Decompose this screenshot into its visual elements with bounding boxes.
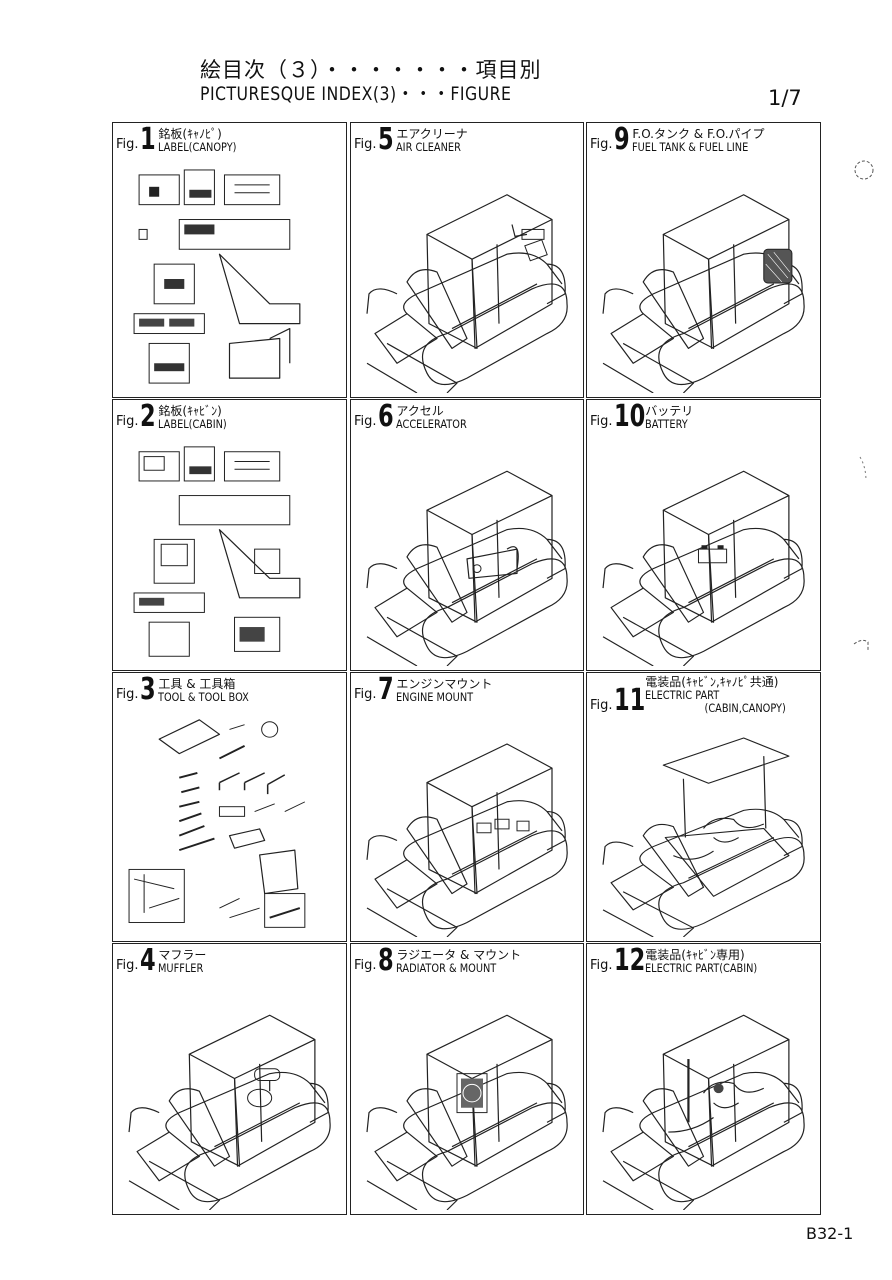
electric-cabin-illustration[interactable] — [593, 986, 814, 1211]
fuel-tank-illustration[interactable] — [593, 165, 814, 394]
page-header: 絵目次（３）・・・・・・・項目別 PICTURESQUE INDEX(3)・・・… — [200, 58, 542, 106]
fig-title-japanese: エアクリーナ — [396, 127, 468, 141]
battery-illustration[interactable] — [593, 442, 814, 667]
muffler-illustration[interactable] — [119, 986, 340, 1211]
fig-title-japanese: 電装品(ｷｬﾋﾞﾝ,ｷｬﾉﾋﾟ共通) — [645, 675, 779, 689]
fig-number: 3 — [139, 672, 156, 707]
fig-title-english: BATTERY — [645, 417, 689, 431]
figure-cell-7[interactable]: Fig. 7 エンジンマウント ENGINE MOUNT — [350, 672, 584, 942]
label-cabin-illustration[interactable] — [119, 442, 340, 666]
page-number: 1/7 — [768, 86, 802, 110]
title-japanese: 絵目次（３）・・・・・・・項目別 — [200, 58, 542, 82]
fig-title-english: ELECTRIC PART(CABIN) — [645, 961, 758, 975]
fig-title-english: ELECTRIC PART — [645, 688, 720, 702]
figure-caption: Fig. 8 ラジエータ & マウント RADIATOR & MOUNT — [354, 943, 522, 978]
fig-prefix: Fig. — [590, 414, 613, 429]
fig-number: 7 — [377, 672, 394, 707]
fig-title-japanese: 工具 & 工具箱 — [158, 677, 236, 691]
fig-title-english: LABEL(CABIN) — [158, 417, 228, 431]
figure-cell-9[interactable]: Fig. 9 F.O.タンク & F.O.パイプ FUEL TANK & FUE… — [586, 122, 821, 398]
fig-number: 12 — [613, 943, 645, 978]
title-english: PICTURESQUE INDEX(3)・・・FIGURE — [200, 83, 512, 105]
tools-illustration[interactable] — [119, 715, 340, 937]
figure-caption: Fig. 11 電装品(ｷｬﾋﾞﾝ,ｷｬﾉﾋﾟ共通) ELECTRIC PART… — [590, 675, 811, 718]
fig-prefix: Fig. — [354, 137, 377, 152]
figure-cell-5[interactable]: Fig. 5 エアクリーナ AIR CLEANER — [350, 122, 584, 398]
accelerator-illustration[interactable] — [357, 442, 577, 667]
fig-title-japanese: 銘板(ｷｬﾉﾋﾟ) — [158, 127, 222, 141]
fig-number: 10 — [613, 399, 645, 434]
fig-title-japanese: 銘板(ｷｬﾋﾞﾝ) — [158, 404, 222, 418]
fig-prefix: Fig. — [590, 698, 613, 713]
figure-caption: Fig. 5 エアクリーナ AIR CLEANER — [354, 122, 473, 157]
fig-prefix: Fig. — [116, 137, 139, 152]
figure-caption: Fig. 7 エンジンマウント ENGINE MOUNT — [354, 672, 493, 707]
fig-title-english-cont: (CABIN,CANOPY) — [704, 701, 787, 715]
fig-prefix: Fig. — [354, 958, 377, 973]
electric-canopy-illustration[interactable] — [593, 729, 814, 938]
fig-title-japanese: マフラー — [158, 948, 207, 962]
figure-cell-3[interactable]: Fig. 3 工具 & 工具箱 TOOL & TOOL BOX — [112, 672, 347, 942]
fig-title-english: ENGINE MOUNT — [396, 690, 474, 704]
document-code: B32-1 — [806, 1224, 854, 1243]
figure-cell-10[interactable]: Fig. 10 バッテリ BATTERY — [586, 399, 821, 671]
fig-title-english: RADIATOR & MOUNT — [396, 961, 497, 975]
radiator-illustration[interactable] — [357, 986, 577, 1211]
fig-title-english: ACCELERATOR — [396, 417, 468, 431]
figure-caption: Fig. 3 工具 & 工具箱 TOOL & TOOL BOX — [116, 672, 265, 707]
fig-title-japanese: エンジンマウント — [396, 677, 493, 691]
figure-cell-1[interactable]: Fig. 1 銘板(ｷｬﾉﾋﾟ) LABEL(CANOPY) — [112, 122, 347, 398]
fig-number: 6 — [377, 399, 394, 434]
binder-hole-mark — [853, 639, 869, 650]
fig-number: 1 — [139, 122, 156, 157]
figure-cell-8[interactable]: Fig. 8 ラジエータ & マウント RADIATOR & MOUNT — [350, 943, 584, 1215]
fig-title-japanese: F.O.タンク & F.O.パイプ — [632, 127, 765, 141]
label-canopy-illustration[interactable] — [119, 165, 340, 393]
figure-cell-4[interactable]: Fig. 4 マフラー MUFFLER — [112, 943, 347, 1215]
fig-title-japanese: 電装品(ｷｬﾋﾞﾝ専用) — [645, 948, 745, 962]
fig-prefix: Fig. — [116, 958, 139, 973]
figure-cell-11[interactable]: Fig. 11 電装品(ｷｬﾋﾞﾝ,ｷｬﾉﾋﾟ共通) ELECTRIC PART… — [586, 672, 821, 942]
fig-prefix: Fig. — [354, 687, 377, 702]
fig-number: 8 — [377, 943, 394, 978]
fig-number: 2 — [139, 399, 156, 434]
binder-hole-mark — [854, 160, 874, 180]
figure-caption: Fig. 10 バッテリ BATTERY — [590, 399, 715, 434]
fig-prefix: Fig. — [116, 414, 139, 429]
binder-hole-mark — [859, 456, 867, 482]
engine-mount-illustration[interactable] — [357, 715, 577, 938]
fig-prefix: Fig. — [354, 414, 377, 429]
fig-title-english: AIR CLEANER — [396, 140, 462, 154]
fig-number: 9 — [613, 122, 630, 157]
figure-caption: Fig. 2 銘板(ｷｬﾋﾞﾝ) LABEL(CABIN) — [116, 399, 239, 434]
fig-prefix: Fig. — [590, 958, 613, 973]
fig-title-english: FUEL TANK & FUEL LINE — [632, 140, 749, 154]
fig-title-english: TOOL & TOOL BOX — [158, 690, 250, 704]
figure-caption: Fig. 9 F.O.タンク & F.O.パイプ FUEL TANK & FUE… — [590, 122, 769, 157]
figure-index-grid: Fig. 1 銘板(ｷｬﾉﾋﾟ) LABEL(CANOPY) Fig. 5 エア… — [112, 122, 822, 1216]
fig-number: 11 — [613, 683, 645, 718]
figure-caption: Fig. 6 アクセル ACCELERATOR — [354, 399, 480, 434]
figure-cell-2[interactable]: Fig. 2 銘板(ｷｬﾋﾞﾝ) LABEL(CABIN) — [112, 399, 347, 671]
figure-caption: Fig. 4 マフラー MUFFLER — [116, 943, 228, 978]
fig-title-japanese: ラジエータ & マウント — [396, 948, 522, 962]
fig-title-english: LABEL(CANOPY) — [158, 140, 237, 154]
figure-cell-12[interactable]: Fig. 12 電装品(ｷｬﾋﾞﾝ専用) ELECTRIC PART(CABIN… — [586, 943, 821, 1215]
fig-title-japanese: バッテリ — [645, 404, 694, 418]
fig-number: 5 — [377, 122, 394, 157]
fig-number: 4 — [139, 943, 156, 978]
figure-caption: Fig. 12 電装品(ｷｬﾋﾞﾝ専用) ELECTRIC PART(CABIN… — [590, 943, 777, 978]
fig-prefix: Fig. — [590, 137, 613, 152]
air-cleaner-illustration[interactable] — [357, 165, 577, 394]
fig-title-japanese: アクセル — [396, 404, 444, 418]
fig-title-english: MUFFLER — [158, 961, 204, 975]
figure-cell-6[interactable]: Fig. 6 アクセル ACCELERATOR — [350, 399, 584, 671]
fig-prefix: Fig. — [116, 687, 139, 702]
figure-caption: Fig. 1 銘板(ｷｬﾉﾋﾟ) LABEL(CANOPY) — [116, 122, 251, 157]
